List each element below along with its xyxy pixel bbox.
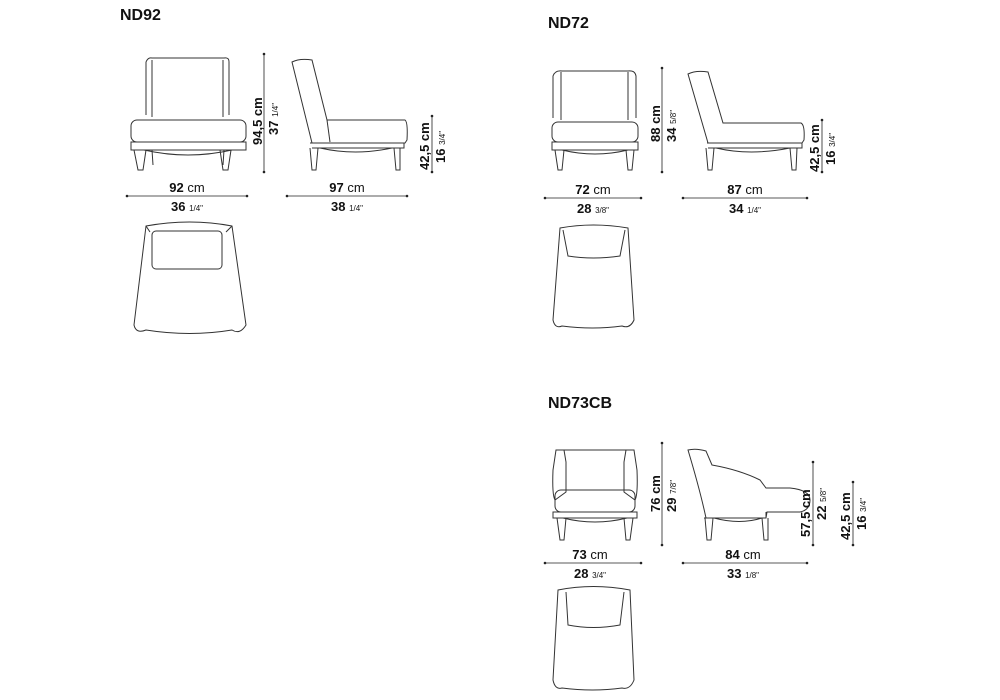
side-view <box>687 70 805 171</box>
svg-text:72 cm: 72 cm <box>575 182 610 197</box>
svg-text:42,5 cm: 42,5 cm <box>807 124 822 172</box>
svg-text:16 3/4": 16 3/4" <box>433 131 448 163</box>
svg-text:33 1/8": 33 1/8" <box>727 566 759 581</box>
svg-text:28 3/8": 28 3/8" <box>577 201 609 216</box>
svg-text:57,5 cm: 57,5 cm <box>798 489 813 537</box>
svg-text:22 5/8": 22 5/8" <box>814 488 829 520</box>
depth-dimension: 97 cm 38 1/4" <box>285 180 409 214</box>
seat-height-dimension: 42,5 cm 16 3/4" <box>417 114 448 174</box>
depth-dimension: 87 cm 34 1/4" <box>681 182 809 216</box>
svg-text:42,5 cm: 42,5 cm <box>838 492 853 540</box>
svg-text:37 1/4": 37 1/4" <box>266 103 281 135</box>
arm-height-dimension: 57,5 cm 22 5/8" <box>798 460 829 547</box>
front-view <box>552 449 638 541</box>
svg-text:34 1/4": 34 1/4" <box>729 201 761 216</box>
width-dimension: 73 cm 28 3/4" <box>543 547 643 581</box>
depth-dimension: 84 cm 33 1/8" <box>681 547 809 581</box>
svg-text:94,5 cm: 94,5 cm <box>250 97 265 145</box>
seat-height-dimension: 42,5 cm 16 3/4" <box>807 118 838 174</box>
side-view <box>687 448 811 541</box>
model-nd73cb: ND73CB 76 cm 29 7/8" 57,5 cm 22 5/8" <box>543 395 869 691</box>
svg-text:16 3/4": 16 3/4" <box>823 133 838 165</box>
width-dimension: 72 cm 28 3/8" <box>543 182 643 216</box>
svg-text:92 cm: 92 cm <box>169 180 204 195</box>
svg-text:16 3/4": 16 3/4" <box>854 498 869 530</box>
svg-text:38 1/4": 38 1/4" <box>331 199 363 214</box>
seat-height-dimension: 42,5 cm 16 3/4" <box>838 480 869 547</box>
height-dimension: 88 cm 34 5/8" <box>648 66 679 174</box>
model-title: ND92 <box>120 7 161 24</box>
svg-text:29 7/8": 29 7/8" <box>664 480 679 512</box>
svg-text:76 cm: 76 cm <box>648 475 663 512</box>
model-nd92: ND92 94,5 cm 37 1/4" 42,5 cm 16 3/4" <box>120 7 448 334</box>
svg-text:97 cm: 97 cm <box>329 180 364 195</box>
top-view <box>552 224 635 329</box>
model-title: ND72 <box>548 15 589 32</box>
svg-text:84 cm: 84 cm <box>725 547 760 562</box>
height-dimension: 76 cm 29 7/8" <box>648 441 679 547</box>
front-view <box>551 70 639 171</box>
svg-text:42,5 cm: 42,5 cm <box>417 122 432 170</box>
height-dimension: 94,5 cm 37 1/4" <box>250 52 281 174</box>
model-title: ND73CB <box>548 395 612 412</box>
width-dimension: 92 cm 36 1/4" <box>125 180 249 214</box>
model-nd72: ND72 88 cm 34 5/8" 42,5 cm 16 3/4" <box>543 15 838 329</box>
svg-text:28 3/4": 28 3/4" <box>574 566 606 581</box>
top-view <box>133 221 247 334</box>
svg-text:73 cm: 73 cm <box>572 547 607 562</box>
side-view <box>291 58 408 171</box>
svg-text:88 cm: 88 cm <box>648 105 663 142</box>
top-view <box>552 586 635 691</box>
front-view <box>130 57 247 171</box>
svg-text:36 1/4": 36 1/4" <box>171 199 203 214</box>
svg-text:87 cm: 87 cm <box>727 182 762 197</box>
svg-text:34 5/8": 34 5/8" <box>664 110 679 142</box>
